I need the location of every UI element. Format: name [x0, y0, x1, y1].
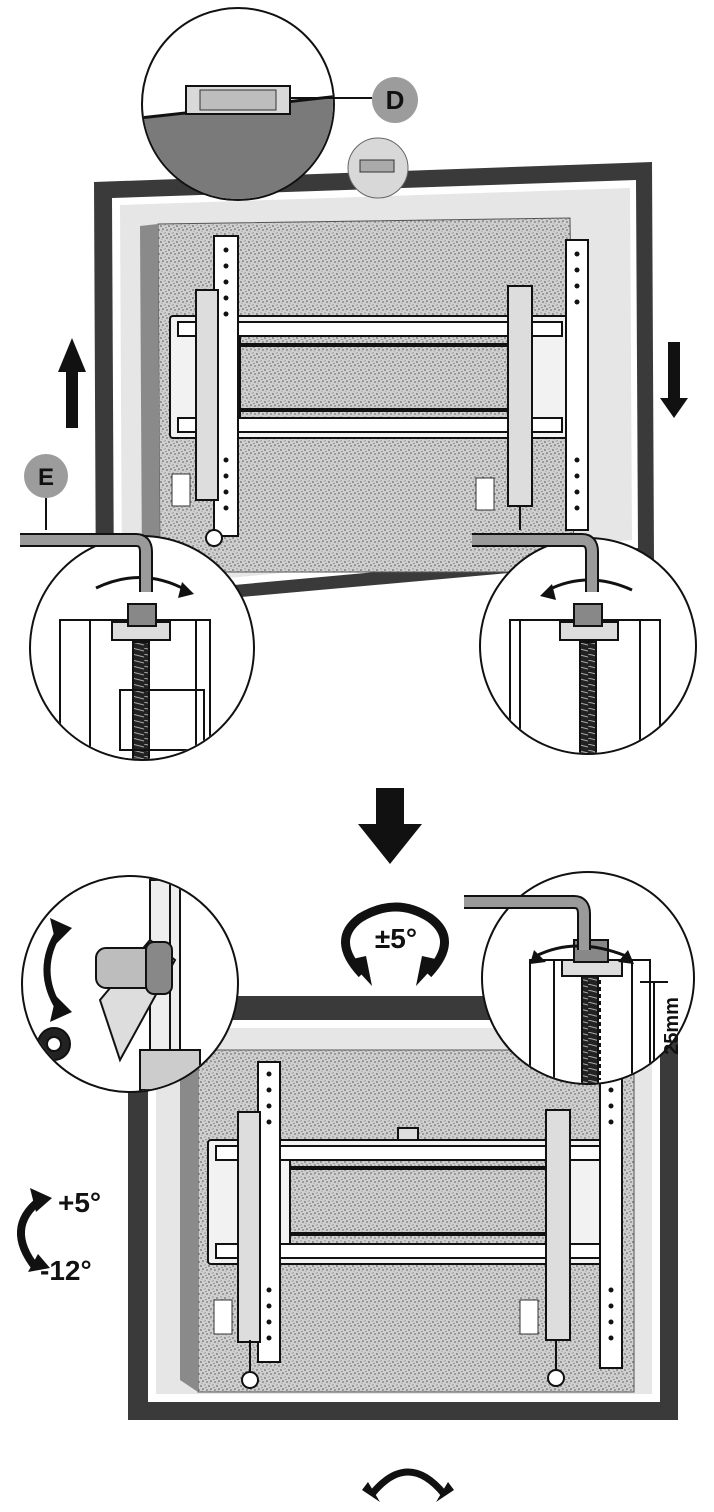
right-tag-bottom — [519, 1299, 539, 1335]
hex-key-bottom — [464, 895, 591, 950]
tilt-arrow-icon — [17, 1188, 52, 1272]
bottom-rotate-arrow-icon — [362, 1468, 454, 1502]
tilt-knob-detail-magnifier — [21, 875, 239, 1093]
right-vertical-arm — [507, 239, 589, 531]
swivel-angle-label: ±5° — [375, 923, 417, 954]
left-vertical-arm-bottom — [237, 1061, 281, 1389]
wall-plate-bracket — [169, 315, 571, 439]
right-hex-key — [472, 533, 599, 592]
arrow-up-icon — [58, 338, 86, 428]
adjust-range-label: 25mm — [661, 997, 683, 1055]
left-screw-detail-magnifier — [29, 535, 255, 761]
arm-holes — [223, 247, 580, 511]
arm-holes-bottom — [266, 1071, 614, 1341]
level-detail-magnifier — [141, 7, 372, 201]
right-screw-detail-magnifier — [479, 537, 697, 755]
rotate-arrow-icon — [341, 902, 449, 986]
bottom-step-illustration: ±5° — [17, 871, 695, 1502]
right-tag — [475, 477, 495, 511]
right-vertical-arm-bottom — [545, 1077, 623, 1387]
height-adjust-detail-magnifier — [481, 871, 695, 1085]
wall-plate-bracket-bottom — [207, 1127, 613, 1265]
arrow-down-icon — [660, 342, 688, 418]
left-tag-bottom — [213, 1299, 233, 1335]
next-step-arrow-down-icon — [358, 788, 422, 864]
left-hex-key — [20, 533, 153, 592]
left-tag — [171, 473, 191, 507]
callout-d-badge: D — [372, 77, 418, 123]
left-vertical-arm — [195, 235, 239, 547]
tilt-up-label: +5° — [58, 1187, 101, 1218]
top-step-illustration: D E — [20, 7, 697, 761]
callout-e-badge: E — [24, 454, 68, 530]
callout-e-label: E — [38, 464, 54, 491]
callout-d-label: D — [386, 85, 405, 115]
tilt-down-label: -12° — [40, 1255, 92, 1286]
